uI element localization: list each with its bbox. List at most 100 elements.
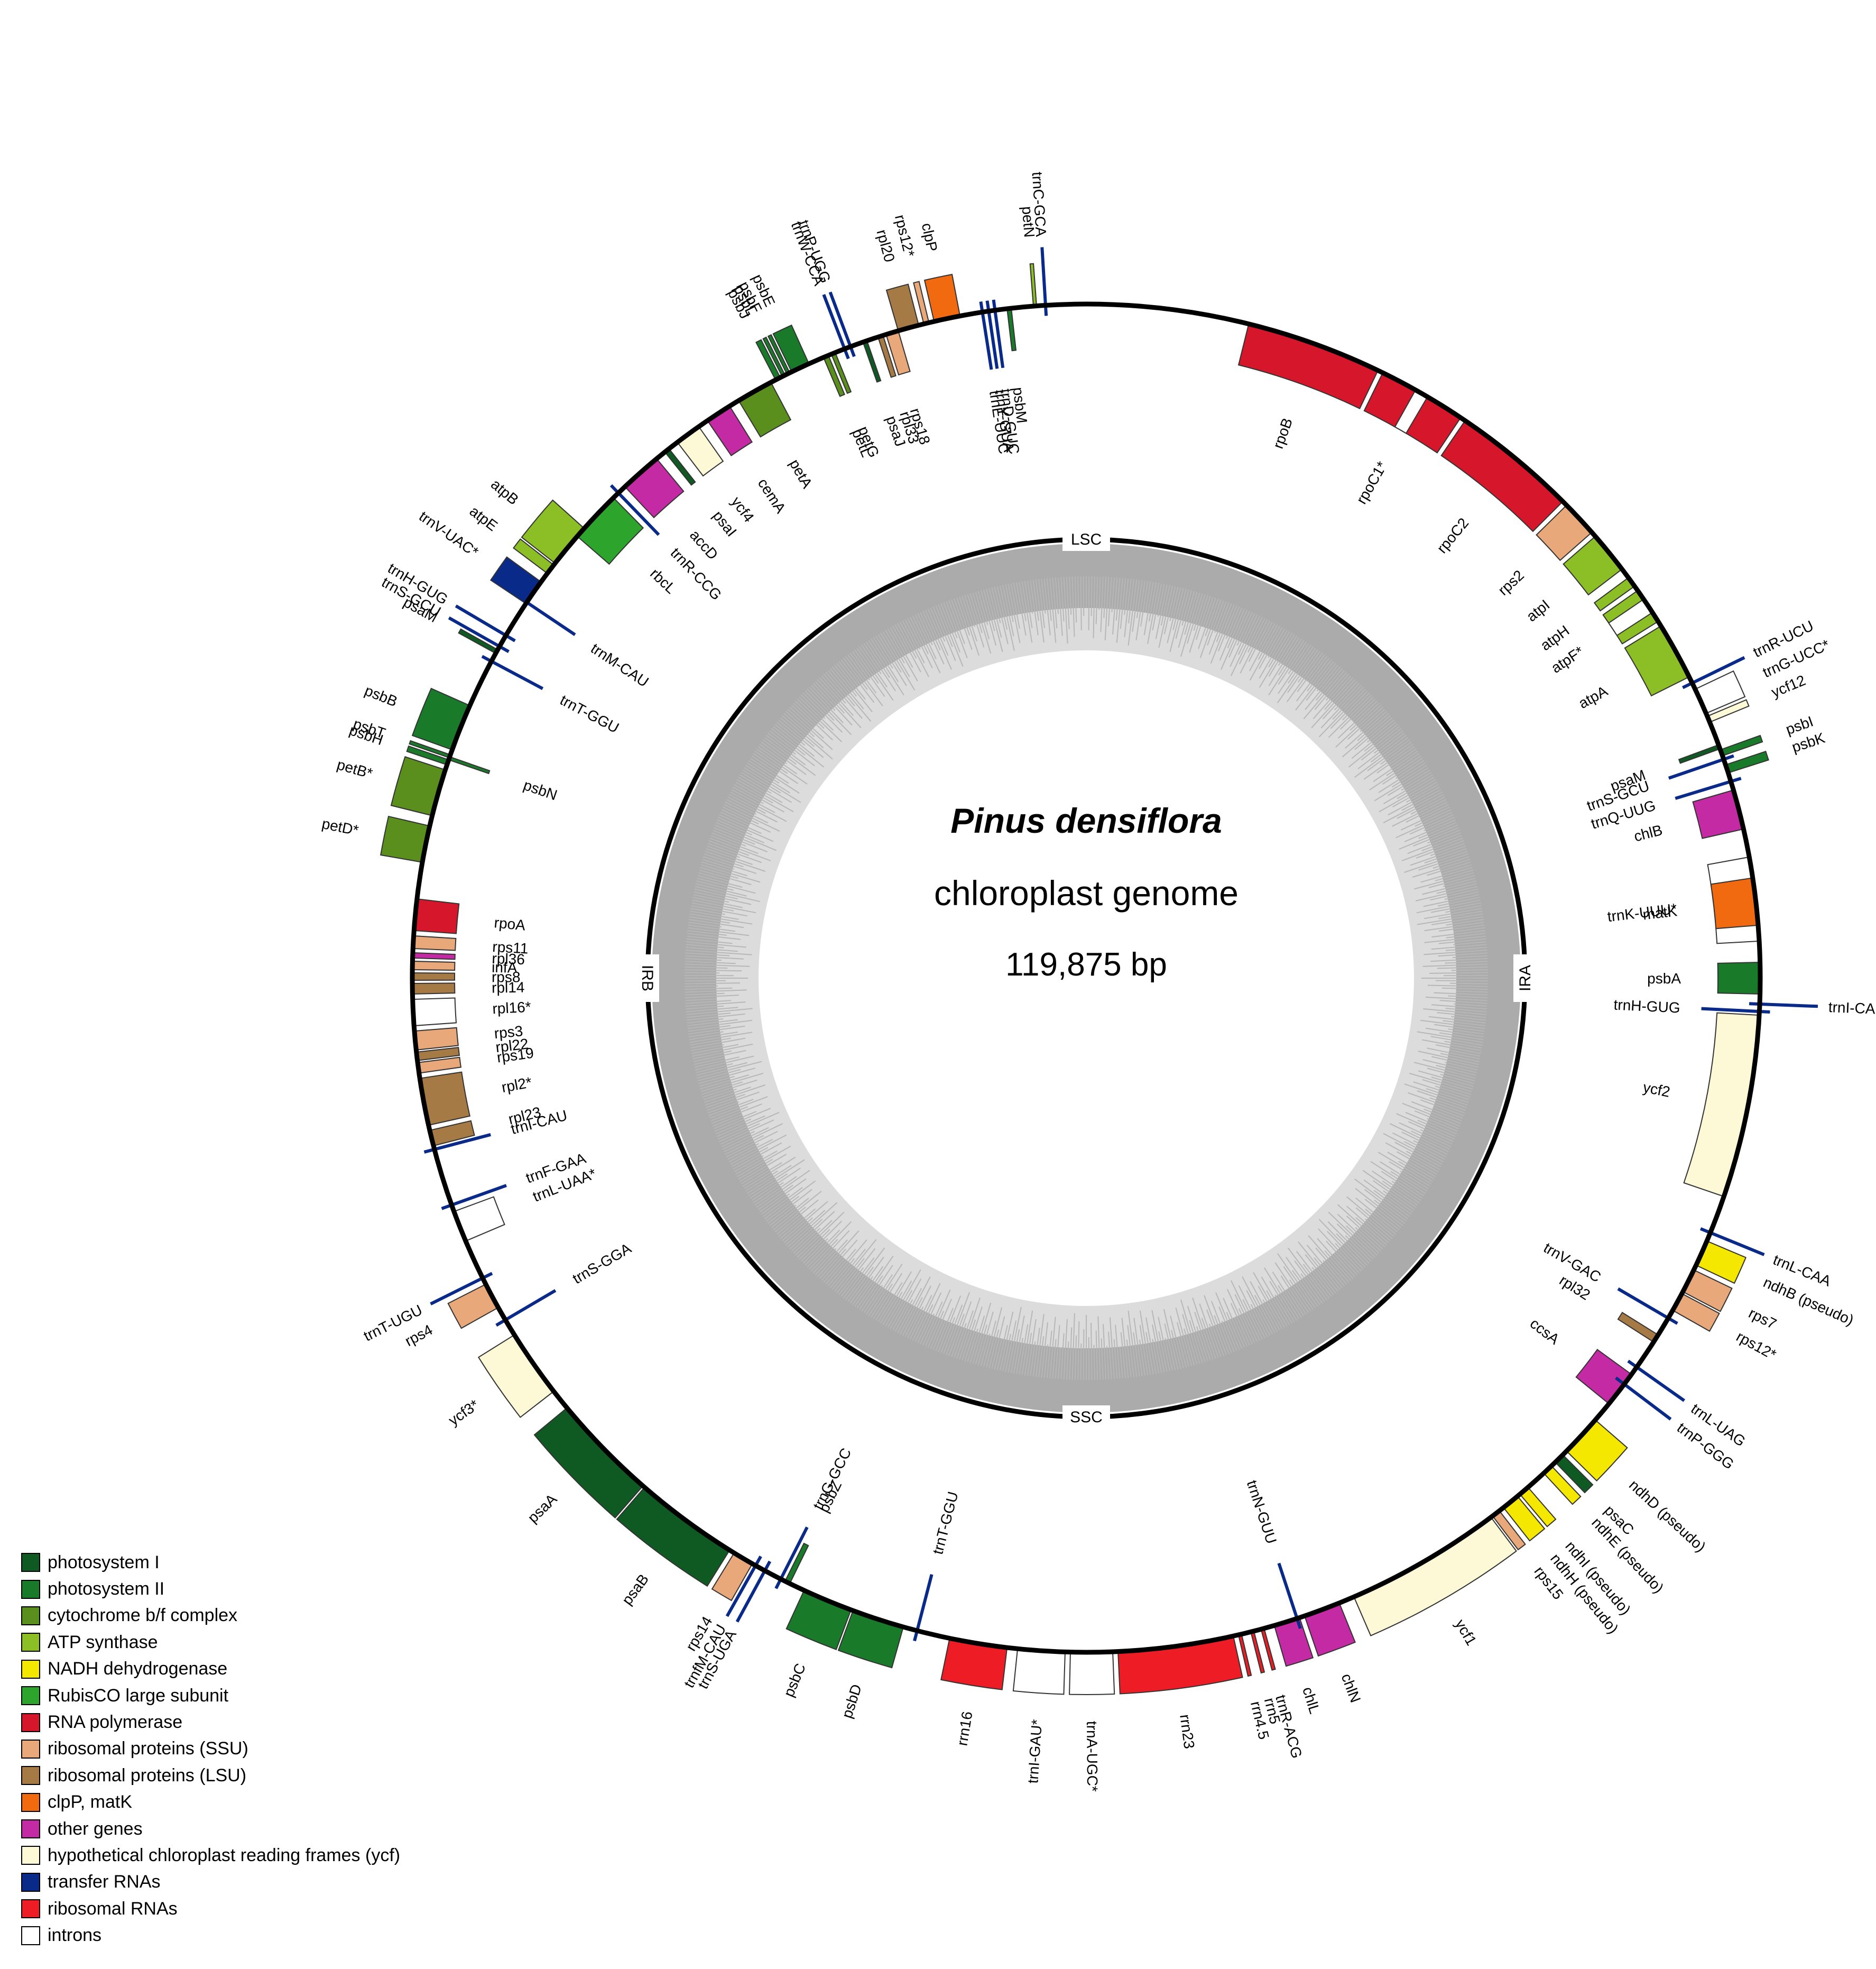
gene-rpoc2 [1440, 420, 1564, 532]
gene-block [1237, 323, 1379, 410]
gene-trna-ugc [1069, 1651, 1115, 1695]
gene-trnr-acg [1260, 1627, 1276, 1671]
gene-block [1440, 420, 1564, 532]
gene-label: ycf1 [1452, 1616, 1480, 1648]
gene-label: atpI [1523, 596, 1553, 625]
gene-label: psbB [363, 682, 400, 710]
gene-label: rrn16 [954, 1710, 975, 1746]
gene-block [1260, 1627, 1276, 1671]
genome-size: 119,875 bp [1005, 946, 1167, 983]
legend-swatch [21, 1792, 40, 1812]
gene-label: ycf2 [1642, 1079, 1671, 1100]
gene-ccsa [1575, 1349, 1632, 1405]
gene-rps11 [412, 935, 457, 951]
legend: photosystem I photosystem II cytochrome b/… [21, 1549, 550, 1949]
gene-label: atpB [488, 476, 522, 508]
gene-label: rps2 [1495, 567, 1527, 599]
legend-label: cytochrome b/f complex [48, 1605, 238, 1626]
gene-rpl14 [412, 982, 456, 995]
gene-label: cemA [755, 475, 789, 516]
genome-subtitle: chloroplast genome [934, 873, 1239, 913]
gene-matk [1710, 877, 1759, 930]
gene-block [412, 935, 457, 951]
gene-block [1678, 744, 1721, 764]
gene-label: atpE [467, 503, 501, 535]
legend-item: hypothetical chloroplast reading frames … [21, 1842, 550, 1869]
gene-label: trnC-GCA [1029, 171, 1049, 237]
gene-block [412, 952, 456, 960]
gene-infa [412, 960, 456, 971]
legend-item: photosystem I [21, 1549, 550, 1576]
gene-label: rps4 [402, 1321, 436, 1349]
gene-label: rbcL [647, 565, 679, 597]
legend-item: cytochrome b/f complex [21, 1603, 550, 1629]
gene-label: trnI-GAU* [1024, 1719, 1045, 1784]
gene-psbi [1720, 734, 1763, 757]
legend-swatch [21, 1926, 40, 1945]
legend-swatch [21, 1553, 40, 1572]
gc-content-ring [645, 537, 1528, 1420]
gene-petb [390, 756, 446, 816]
legend-item: NADH dehydrogenase [21, 1656, 550, 1682]
gene-clpp [923, 273, 961, 323]
gene-label: rpl16* [492, 999, 532, 1017]
gene-psbn [448, 756, 491, 775]
legend-item: ribosomal RNAs [21, 1896, 550, 1922]
gene-rpoc1 [1363, 372, 1462, 454]
gene-label: petN [1019, 206, 1038, 238]
gene-psbm [1006, 307, 1017, 352]
legend-swatch [21, 1739, 40, 1759]
gene-block [1012, 1648, 1066, 1695]
legend-swatch [21, 1846, 40, 1865]
gene-block [412, 997, 457, 1027]
gene-label: matK [1642, 903, 1678, 923]
legend-swatch [21, 1686, 40, 1706]
region-label-bg [1513, 954, 1537, 1002]
gene-block [737, 381, 792, 438]
gene-label: petA [787, 456, 816, 491]
gene-rpl36 [412, 952, 456, 960]
genome-backbone-circle [410, 301, 1763, 1655]
gene-rps8 [411, 972, 456, 981]
legend-label: RubisCO large subunit [48, 1685, 229, 1706]
legend-item: transfer RNAs [21, 1869, 550, 1896]
gene-label: rpl14 [492, 979, 525, 996]
gene-label: chlN [1338, 1671, 1364, 1705]
legend-item: ATP synthase [21, 1629, 550, 1655]
gene-psba [1717, 961, 1761, 995]
legend-label: ribosomal RNAs [48, 1898, 178, 1919]
gene-label: trnN-GUU [1244, 1478, 1280, 1546]
gene-label: rpl20 [873, 228, 898, 264]
legend-swatch [21, 1819, 40, 1839]
legend-label: clpP, matK [48, 1792, 133, 1812]
legend-swatch [21, 1899, 40, 1919]
region-ssc: SSC [1062, 1405, 1110, 1429]
gene-block [411, 972, 456, 981]
legend-label: photosystem II [48, 1579, 165, 1599]
gene-psaj [862, 340, 882, 383]
legend-swatch [21, 1872, 40, 1892]
gene-rpl32 [1617, 1311, 1659, 1343]
gene-label: rps7 [1746, 1305, 1779, 1332]
legend-label: other genes [48, 1818, 143, 1839]
gene-block [1710, 877, 1759, 930]
gene-label: rrn23 [1177, 1713, 1197, 1750]
gene-label: petB* [335, 756, 374, 782]
gene-block [862, 340, 882, 383]
gene-block [1250, 1630, 1265, 1674]
legend-item: introns [21, 1922, 550, 1948]
region-label-text: SSC [1070, 1409, 1103, 1426]
gene-label: psbN [521, 777, 559, 804]
gene-rpoa [413, 898, 460, 934]
gene-block [1029, 263, 1038, 307]
gene-label: ndhD (pseudo) [1626, 1477, 1709, 1556]
gene-block [1069, 1651, 1115, 1695]
gene-label: psbC [780, 1661, 809, 1699]
legend-label: RNA polymerase [48, 1712, 183, 1733]
gene-trni-gau [1012, 1648, 1066, 1695]
legend-label: ribosomal proteins (SSU) [48, 1738, 248, 1759]
gene-label: infA [492, 959, 517, 976]
region-label-text: IRB [639, 965, 656, 991]
legend-label: NADH dehydrogenase [48, 1659, 228, 1679]
